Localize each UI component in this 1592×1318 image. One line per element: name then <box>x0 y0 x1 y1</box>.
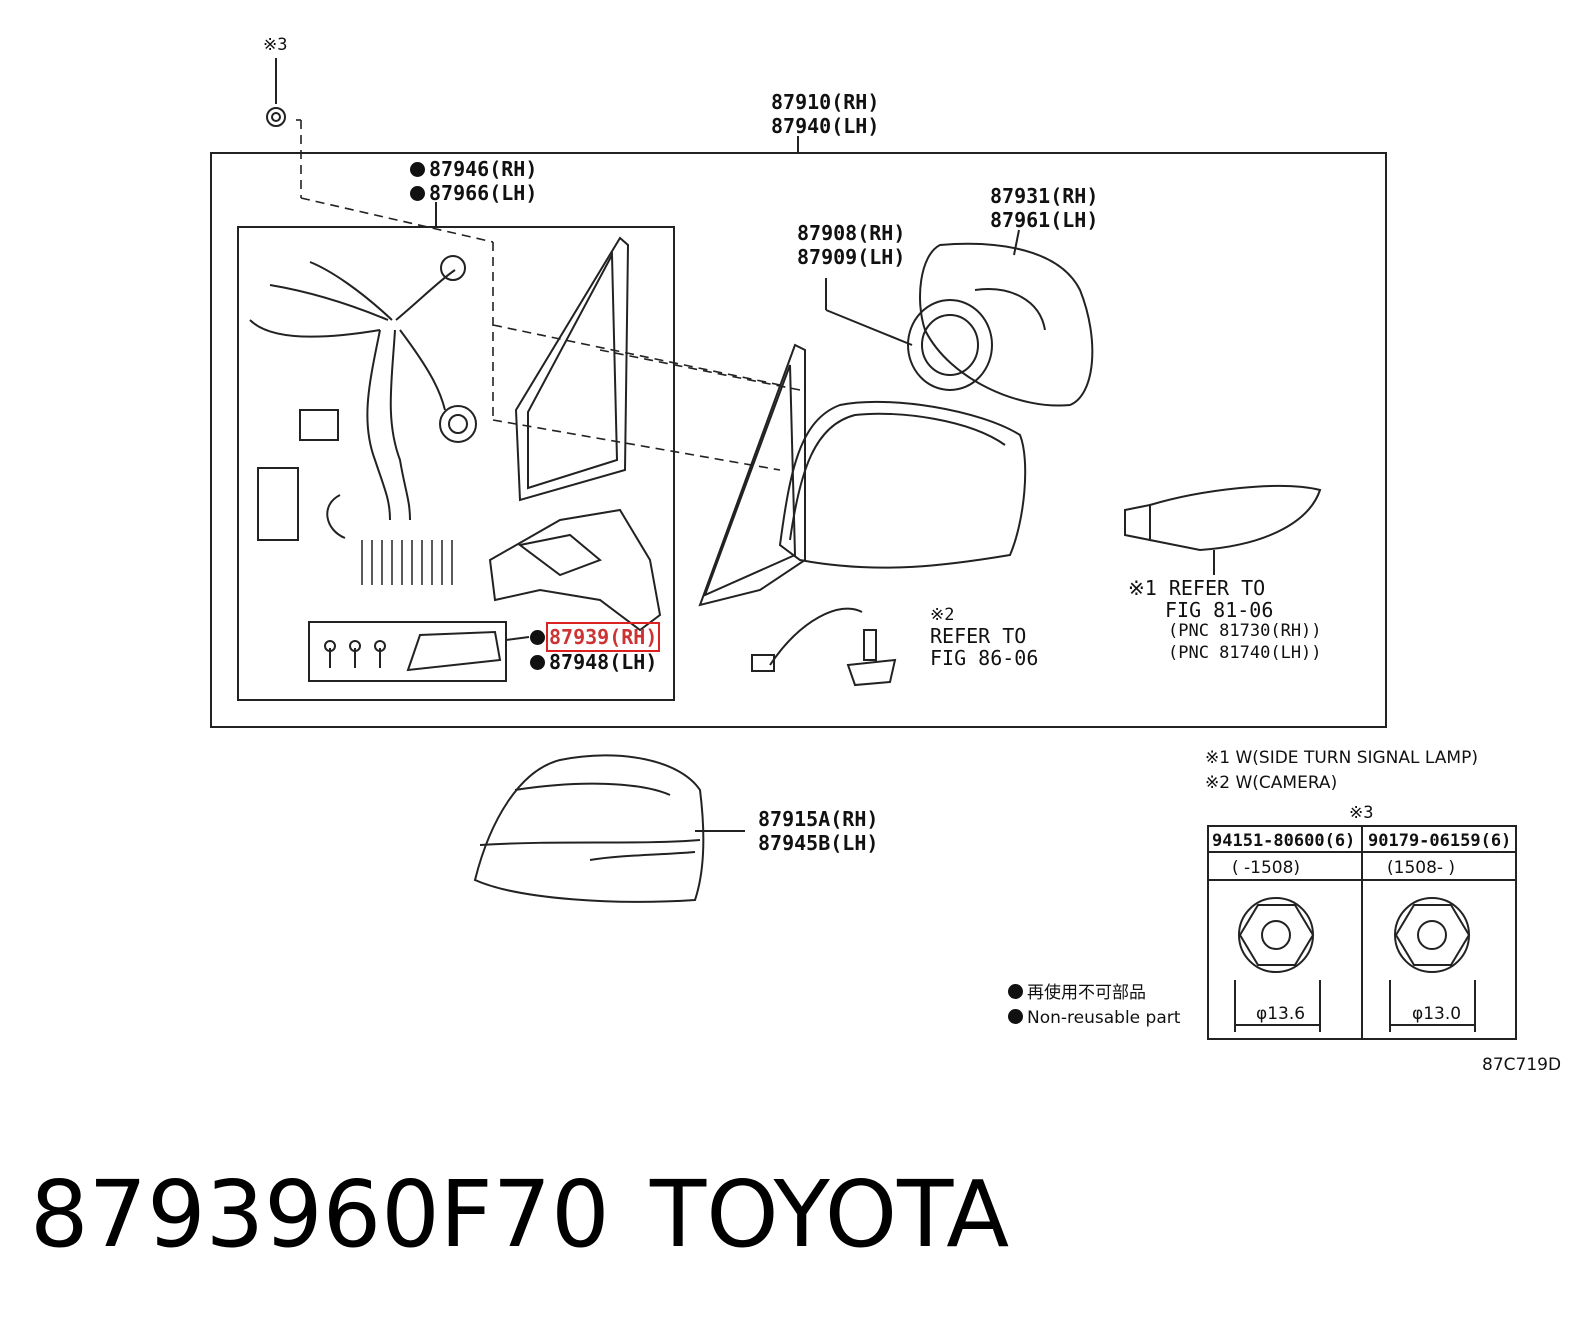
refer1-line1: ※1 REFER TO <box>1128 576 1266 600</box>
fastener-col1-range: ( -1508) <box>1232 858 1301 878</box>
frame-rh-label: 87939(RH) <box>530 622 661 652</box>
fastener-col2-range: (1508- ) <box>1387 858 1456 878</box>
harness-box <box>237 226 675 701</box>
harness-lh-text: 87966(LH) <box>429 181 538 205</box>
harness-lh-label: 87966(LH) <box>410 182 537 204</box>
diagram-code: 87C719D <box>1482 1055 1562 1075</box>
non-reusable-dot <box>1008 984 1023 999</box>
refer1-pnc-lh: (PNC 81740(LH)) <box>1168 643 1322 663</box>
fastener-col1-part: 94151-80600(6) <box>1212 831 1356 851</box>
main-assembly-rh: 87910(RH) <box>771 90 880 114</box>
clip-part <box>266 107 286 127</box>
harness-rh-text: 87946(RH) <box>429 157 538 181</box>
harness-rh-label: 87946(RH) <box>410 158 537 180</box>
note3-label: ※3 <box>263 35 288 55</box>
non-reusable-dot <box>410 162 425 177</box>
fastener-col2-part: 90179-06159(6) <box>1368 831 1512 851</box>
main-assembly-lh: 87940(LH) <box>771 114 880 138</box>
legend-en-text: Non-reusable part <box>1027 1008 1181 1028</box>
legend-jp-text: 再使用不可部品 <box>1027 983 1146 1003</box>
legend-en: Non-reusable part <box>1008 1008 1180 1028</box>
refer1-line2: FIG 81-06 <box>1165 598 1274 622</box>
actuator-lh: 87909(LH) <box>797 245 906 269</box>
camera-part <box>751 607 897 687</box>
frame-lh-text: 87948(LH) <box>549 650 658 674</box>
legend-jp: 再使用不可部品 <box>1008 983 1146 1003</box>
screws <box>324 630 502 672</box>
brand-name: TOYOTA <box>650 1161 1010 1268</box>
bracket-plate <box>514 236 630 502</box>
note3-table-mark: ※3 <box>1349 803 1374 823</box>
wire-harness <box>249 255 477 585</box>
mirror-glass-rh: 87931(RH) <box>990 184 1099 208</box>
non-reusable-dot <box>1008 1009 1023 1024</box>
refer2-line1: REFER TO <box>930 624 1027 648</box>
cover-lh: 87945B(LH) <box>758 831 879 855</box>
fastener-col2-dia: φ13.0 <box>1412 1004 1462 1024</box>
refer2-mark: ※2 <box>930 605 955 625</box>
mirror-housing-base <box>698 343 1027 607</box>
fastener-col1-dia: φ13.6 <box>1256 1004 1306 1024</box>
mirror-actuator <box>907 299 993 391</box>
mirror-cover <box>473 754 705 903</box>
note-w2: ※2 W(CAMERA) <box>1205 773 1338 793</box>
fastener-table <box>1207 825 1517 1040</box>
frame-lh-label: 87948(LH) <box>530 651 657 673</box>
turn-signal-lamp <box>1124 484 1322 552</box>
non-reusable-dot <box>410 186 425 201</box>
part-number: 8793960F70 <box>30 1161 610 1268</box>
mirror-glass <box>919 242 1094 407</box>
frame-rh-highlighted: 87939(RH) <box>545 622 661 652</box>
nut-drawings <box>1207 825 1517 1040</box>
refer2-line2: FIG 86-06 <box>930 646 1039 670</box>
mirror-glass-lh: 87961(LH) <box>990 208 1099 232</box>
cover-rh: 87915A(RH) <box>758 807 879 831</box>
actuator-rh: 87908(RH) <box>797 221 906 245</box>
note-w1: ※1 W(SIDE TURN SIGNAL LAMP) <box>1205 748 1478 768</box>
refer1-pnc-rh: (PNC 81730(RH)) <box>1168 621 1322 641</box>
screw-kit-box <box>308 621 507 682</box>
mirror-frame-part <box>488 508 662 632</box>
non-reusable-dot <box>530 630 545 645</box>
non-reusable-dot <box>530 655 545 670</box>
